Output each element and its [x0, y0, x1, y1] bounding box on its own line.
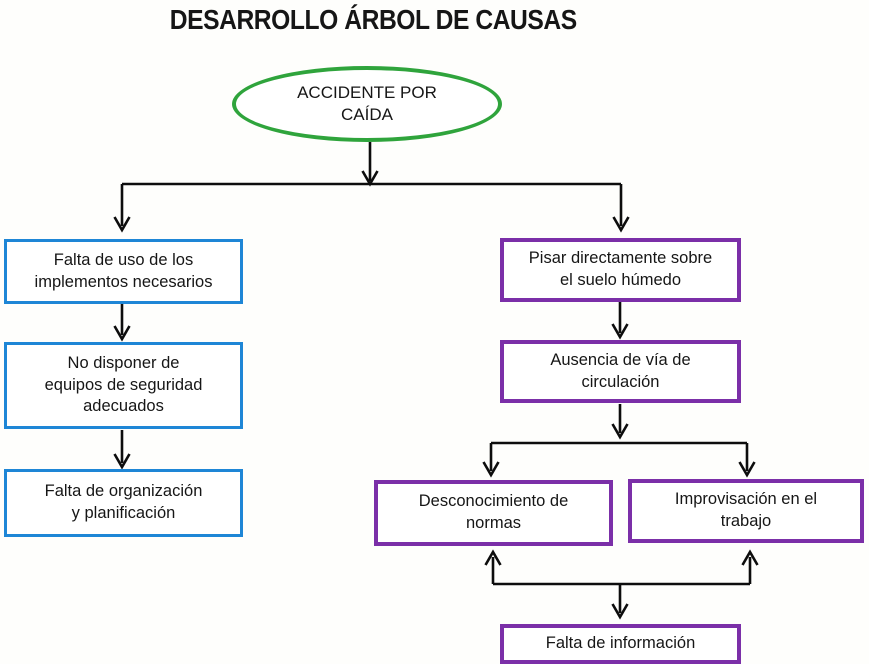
connector-group-bottom-converge — [484, 549, 759, 620]
diagram-title-text: DESARROLLO ÁRBOL DE CAUSAS — [169, 4, 577, 35]
node-improvisacion-trabajo: Improvisación en el trabajo — [628, 479, 864, 543]
node-label: Improvisación en el trabajo — [674, 490, 818, 530]
node-desconocimiento-normas: Desconocimiento de normas — [374, 480, 613, 546]
node-label: Falta de uso de los implementos necesari… — [34, 250, 213, 291]
diagram-title: DESARROLLO ÁRBOL DE CAUSAS — [103, 4, 643, 36]
node-label: Desconocimiento de normas — [418, 492, 569, 532]
node-label: Ausencia de vía de circulación — [550, 350, 691, 391]
node-pisar-suelo-humedo: Pisar directamente sobre el suelo húmedo — [500, 238, 741, 302]
node-accidente-por-caida: ACCIDENTE POR CAÍDA — [232, 66, 502, 142]
connector-group-root-split — [113, 142, 630, 233]
node-label: Falta de organización y planificación — [44, 482, 203, 522]
node-no-disponer-equipos: No disponer de equipos de seguridad adec… — [4, 342, 243, 429]
node-falta-de-uso-implementos: Falta de uso de los implementos necesari… — [4, 239, 243, 304]
node-label: Pisar directamente sobre el suelo húmedo — [528, 249, 713, 289]
node-label: ACCIDENTE POR CAÍDA — [297, 82, 437, 124]
node-ausencia-via-circulacion: Ausencia de vía de circulación — [500, 340, 741, 403]
node-falta-organizacion-planificacion: Falta de organización y planificación — [4, 469, 243, 537]
node-falta-informacion: Falta de información — [500, 624, 741, 664]
node-label: No disponer de equipos de seguridad adec… — [44, 353, 203, 416]
node-label: Falta de información — [545, 634, 696, 653]
